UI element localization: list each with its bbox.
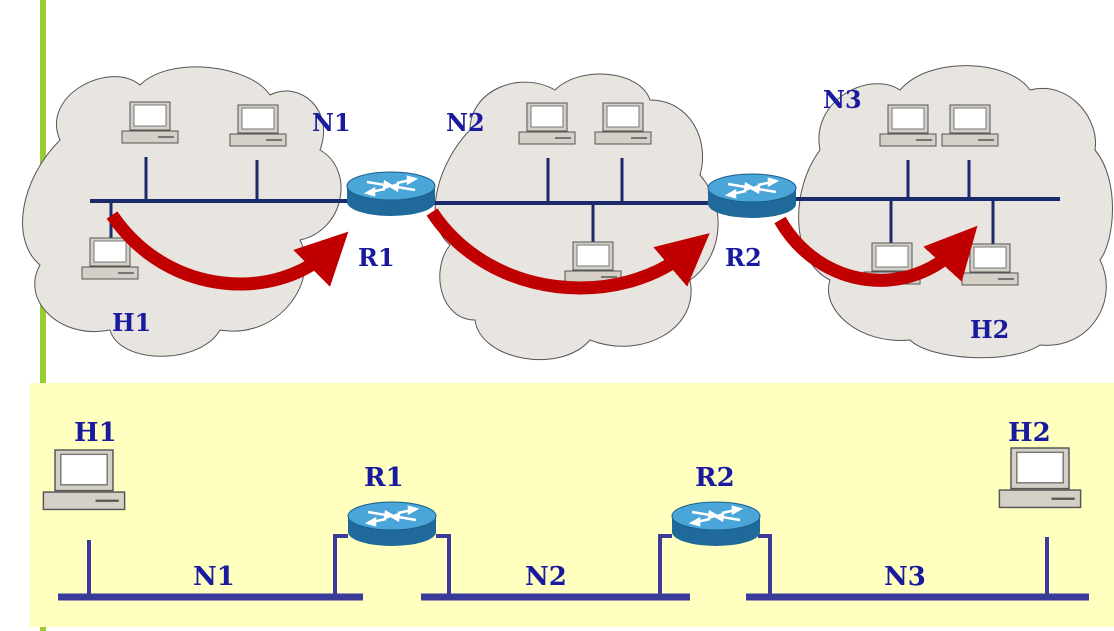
path-arrow-r2-h2: [774, 216, 978, 287]
label-r2-bottom: R2: [695, 463, 735, 493]
label-n2-bottom: N2: [525, 562, 567, 592]
computer-icon-h2-bottom: [998, 446, 1082, 509]
router-icon-r2: [706, 172, 798, 220]
label-n3-top: N3: [823, 85, 862, 114]
label-h1-top: H1: [112, 308, 151, 337]
computer-icon: [564, 241, 622, 284]
label-h1-bottom: H1: [74, 418, 117, 448]
label-n2-top: N2: [446, 108, 485, 137]
computer-icon-h1-bottom: [42, 448, 126, 511]
computer-icon: [518, 102, 576, 145]
router-icon-r1-bottom: [346, 500, 438, 548]
path-arrow-h1-r1: [106, 211, 349, 291]
computer-icon: [941, 104, 999, 147]
label-r1-top: R1: [358, 243, 395, 272]
label-n3-bottom: N3: [884, 562, 926, 592]
computer-icon: [229, 104, 287, 147]
computer-icon: [879, 104, 937, 147]
label-r2-top: R2: [725, 243, 762, 272]
cloud-n1: [22, 66, 342, 357]
bottom-panel: [30, 383, 1114, 627]
path-arrow-r1-r2: [426, 208, 710, 295]
label-h2-bottom: H2: [1008, 418, 1051, 448]
router-icon-r1: [345, 170, 437, 218]
label-r1-bottom: R1: [364, 463, 404, 493]
computer-icon: [594, 102, 652, 145]
label-n1-top: N1: [312, 108, 351, 137]
label-h2-top: H2: [970, 315, 1009, 344]
label-n1-bottom: N1: [193, 562, 235, 592]
accent-bar: [40, 0, 46, 631]
router-icon-r2-bottom: [670, 500, 762, 548]
computer-icon-h2: [961, 243, 1019, 286]
computer-icon: [121, 101, 179, 144]
